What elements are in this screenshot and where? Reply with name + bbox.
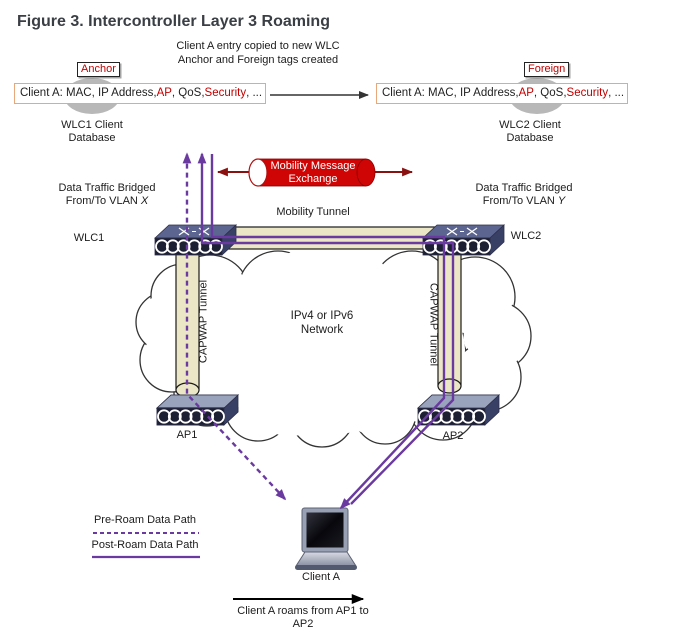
data-path-lines: [182, 152, 455, 510]
wlc1-label: WLC1: [73, 232, 105, 244]
ap1-label: AP1: [176, 429, 198, 441]
roam-note-label: Client A roams from AP1 to AP2: [237, 605, 369, 630]
ap2-switch-icon: [416, 394, 501, 426]
data-traffic-right-line1: Data Traffic Bridged: [475, 182, 573, 194]
client-entry-box-wlc2: Client A: MAC, IP Address, AP, QoS, Secu…: [376, 83, 628, 104]
client-entry-box-wlc1: Client A: MAC, IP Address, AP, QoS, Secu…: [14, 83, 266, 104]
mobility-tunnel-label: Mobility Tunnel: [276, 206, 350, 218]
data-traffic-vlan-x-label: Data Traffic Bridged From/To VLAN X: [36, 182, 178, 207]
ap2-label: AP2: [442, 430, 464, 442]
client-a-label: Client A: [302, 571, 340, 583]
legend-post-roam-label: Post-Roam Data Path: [91, 539, 199, 551]
post-roam-path-down: [210, 154, 446, 510]
capwap-tunnel-right-label: CAPWAP Tunnel: [427, 282, 440, 367]
ap1-switch-icon: [155, 394, 240, 426]
wlc2-database-label: WLC2 Client Database: [499, 119, 561, 144]
wlc2-label: WLC2: [510, 230, 542, 242]
data-traffic-right-line2: From/To VLAN Y: [482, 194, 566, 207]
pre-roam-path: [182, 152, 287, 501]
post-roam-path-up: [197, 152, 455, 505]
foreign-tag: Foreign: [524, 62, 570, 77]
wlc2-switch-icon: [422, 224, 505, 256]
figure-title: Figure 3. Intercontroller Layer 3 Roamin…: [17, 13, 330, 30]
client-laptop-icon: [295, 507, 357, 570]
mobility-message-label: Mobility Message Exchange: [270, 160, 356, 185]
legend-pre-roam-label: Pre-Roam Data Path: [93, 514, 197, 526]
anchor-tag: Anchor: [77, 62, 120, 77]
wlc1-switch-icon: .sw-top{fill:#5c6590;stroke:#2c2f49;stro…: [154, 224, 237, 256]
wlc1-database-label: WLC1 Client Database: [61, 119, 123, 144]
capwap-tunnel-left-label: CAPWAP Tunnel: [197, 279, 210, 364]
caption-entry-copied: Client A entry copied to new WLC Anchor …: [176, 40, 340, 66]
data-traffic-vlan-y-label: Data Traffic Bridged From/To VLAN Y: [453, 182, 595, 207]
data-traffic-left-line1: Data Traffic Bridged: [58, 182, 156, 194]
capwap-tunnel-right-icon: [437, 247, 462, 394]
network-cloud-label: IPv4 or IPv6 Network: [290, 310, 354, 336]
data-traffic-left-line2: From/To VLAN X: [65, 194, 149, 207]
